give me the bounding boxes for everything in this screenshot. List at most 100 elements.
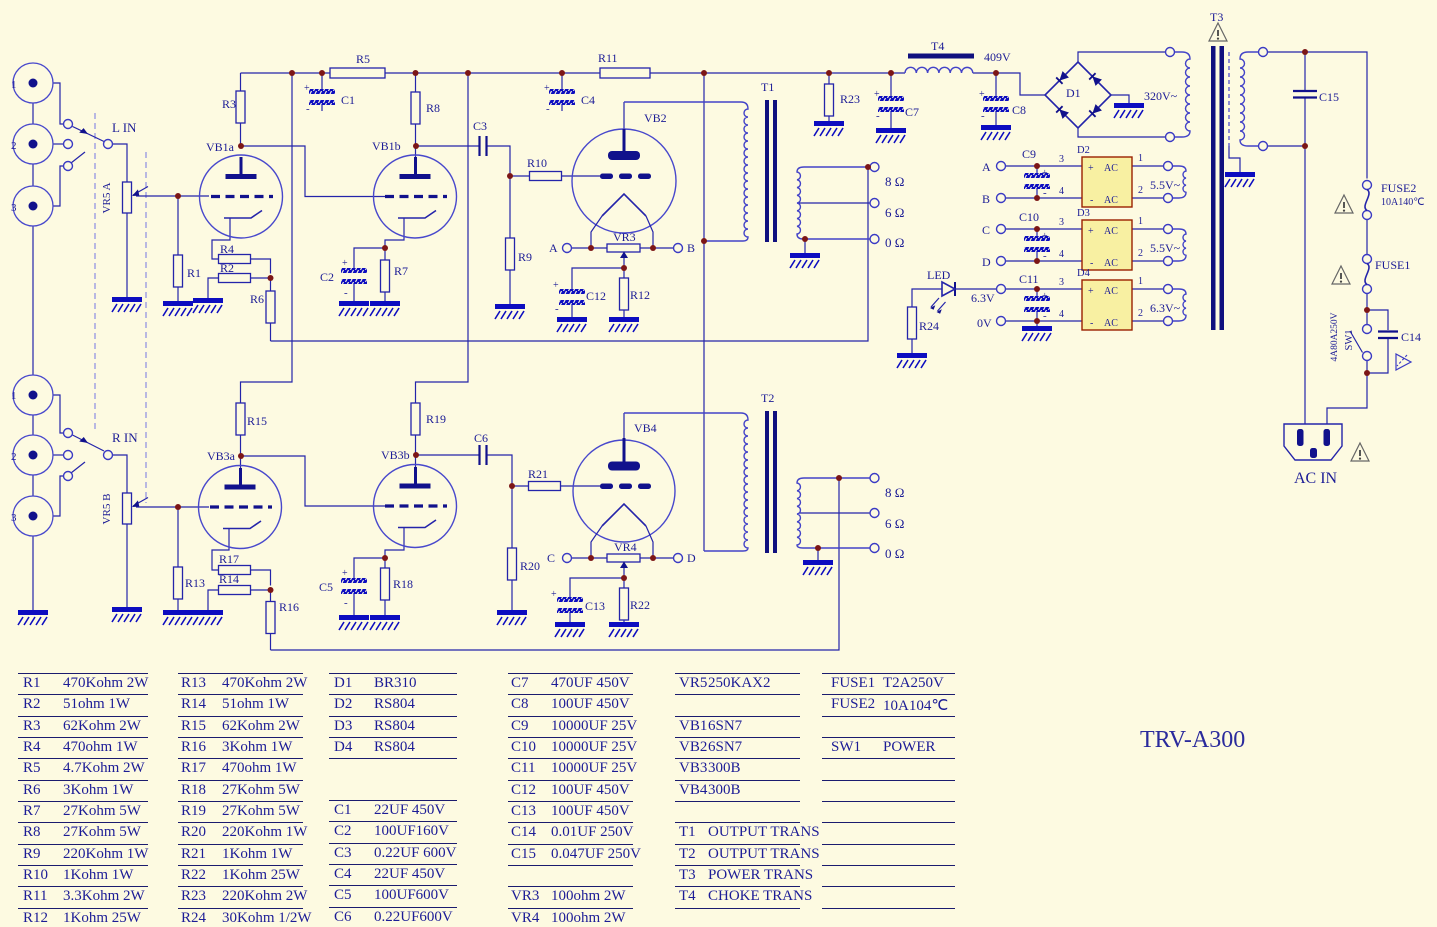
part-value: 220Kohm 1W xyxy=(63,845,149,862)
label-d2-p3: 3 xyxy=(1059,154,1064,165)
label-r6: R6 xyxy=(250,292,264,306)
label-r1: R1 xyxy=(187,266,201,280)
part-value: 51ohm 1W xyxy=(222,696,290,713)
label-c7: C7 xyxy=(905,105,919,119)
label-minus-c5: - xyxy=(344,597,348,609)
part-value: 10000UF 25V xyxy=(551,739,638,756)
label-minus-c7: - xyxy=(876,110,880,122)
resistor-r1 xyxy=(172,254,184,288)
part-value: 1Kohm 25W xyxy=(63,909,141,926)
resistor-r21 xyxy=(527,480,562,492)
part-value: 470Kohm 2W xyxy=(222,675,308,691)
label-plus-c11: + xyxy=(1042,291,1048,302)
t3-320v-winding xyxy=(1174,51,1191,138)
part-value: 3Kohm 1W xyxy=(222,739,293,756)
part-ref: C15 xyxy=(511,845,537,862)
part-value: 10000UF 25V xyxy=(551,760,638,777)
part-ref: C5 xyxy=(334,887,352,904)
rca-jack-r2 xyxy=(12,434,54,476)
cap-c5 xyxy=(341,578,367,594)
vr4-wiper-arrow xyxy=(620,561,628,568)
power-switch-sw1 xyxy=(1361,323,1373,362)
label-r15: R15 xyxy=(247,414,267,428)
tubes xyxy=(197,128,677,558)
parts-row xyxy=(822,887,955,909)
inputs xyxy=(12,62,114,537)
parts-row xyxy=(822,866,955,888)
label-term-a2: A xyxy=(982,160,991,174)
label-minus-c9: - xyxy=(1043,187,1047,199)
part-ref: R14 xyxy=(181,696,207,713)
label-r23: R23 xyxy=(840,92,860,106)
label-d3-p1: 1 xyxy=(1138,216,1143,227)
part-value: 22UF 450V xyxy=(374,866,446,883)
label-plus-c13: + xyxy=(551,589,557,600)
capacitors xyxy=(309,89,1398,613)
label-d1: D1 xyxy=(1066,86,1081,100)
cap-c3 xyxy=(478,136,488,156)
resistor-r22 xyxy=(618,587,630,621)
label-d2-plus: + xyxy=(1088,163,1094,174)
ac-plug xyxy=(1283,423,1343,461)
resistor-r24 xyxy=(906,306,918,340)
label-t1: T1 xyxy=(761,80,774,94)
label-d4-p3: 3 xyxy=(1059,277,1064,288)
label-plus-c7: + xyxy=(874,89,880,100)
label-d4: D4 xyxy=(1077,268,1091,279)
label-r14: R14 xyxy=(219,572,239,586)
label-c5: C5 xyxy=(319,580,333,594)
label-r7: R7 xyxy=(394,264,408,278)
part-ref: R18 xyxy=(181,781,207,798)
label-r9: R9 xyxy=(518,250,532,264)
t2-secondary xyxy=(796,477,870,549)
resistor-r3 xyxy=(235,90,246,124)
resistor-r14 xyxy=(217,584,252,596)
label-c9: C9 xyxy=(1022,147,1036,161)
part-value: 300B xyxy=(708,781,741,798)
label-r3: R3 xyxy=(222,97,236,111)
label-vb3b: VB3b xyxy=(381,448,410,462)
cap-c4 xyxy=(549,89,575,105)
label-vb1b: VB1b xyxy=(372,139,401,153)
part-ref: VR4 xyxy=(511,909,540,926)
parts-row xyxy=(675,802,800,824)
label-term-c2: C xyxy=(982,223,990,237)
part-value: 0.22UF 600V xyxy=(374,844,457,861)
pot-vr4 xyxy=(606,553,641,563)
label-d3-p3: 3 xyxy=(1059,217,1064,228)
label-jack-r1: 1 xyxy=(11,390,17,402)
part-value: 100UF160V xyxy=(374,823,450,840)
resistor-r8 xyxy=(410,91,421,125)
label-vr5a: VR5 A xyxy=(101,183,113,214)
part-value: 27Kohm 5W xyxy=(222,781,300,798)
label-t3: T3 xyxy=(1210,10,1223,24)
part-value: 100UF 450V xyxy=(551,781,630,798)
part-ref: R13 xyxy=(181,675,207,691)
label-c12: C12 xyxy=(586,289,606,303)
parts-row xyxy=(822,909,955,927)
part-ref: R12 xyxy=(23,909,49,926)
label-plus-c2: + xyxy=(342,258,348,269)
label-d3-ac2: AC xyxy=(1104,258,1118,269)
label-c4: C4 xyxy=(581,93,595,107)
parts-row xyxy=(508,866,633,888)
part-value: 0.22UF600V xyxy=(374,908,453,925)
l-in-switch-arrow xyxy=(79,127,90,137)
part-value: 6SN7 xyxy=(708,717,743,734)
part-value: 27Kohm 5W xyxy=(63,803,141,820)
part-ref: R19 xyxy=(181,803,207,820)
part-value: 1Kohm 25W xyxy=(222,867,300,884)
label-r13: R13 xyxy=(185,576,205,590)
part-ref: R6 xyxy=(23,781,41,798)
